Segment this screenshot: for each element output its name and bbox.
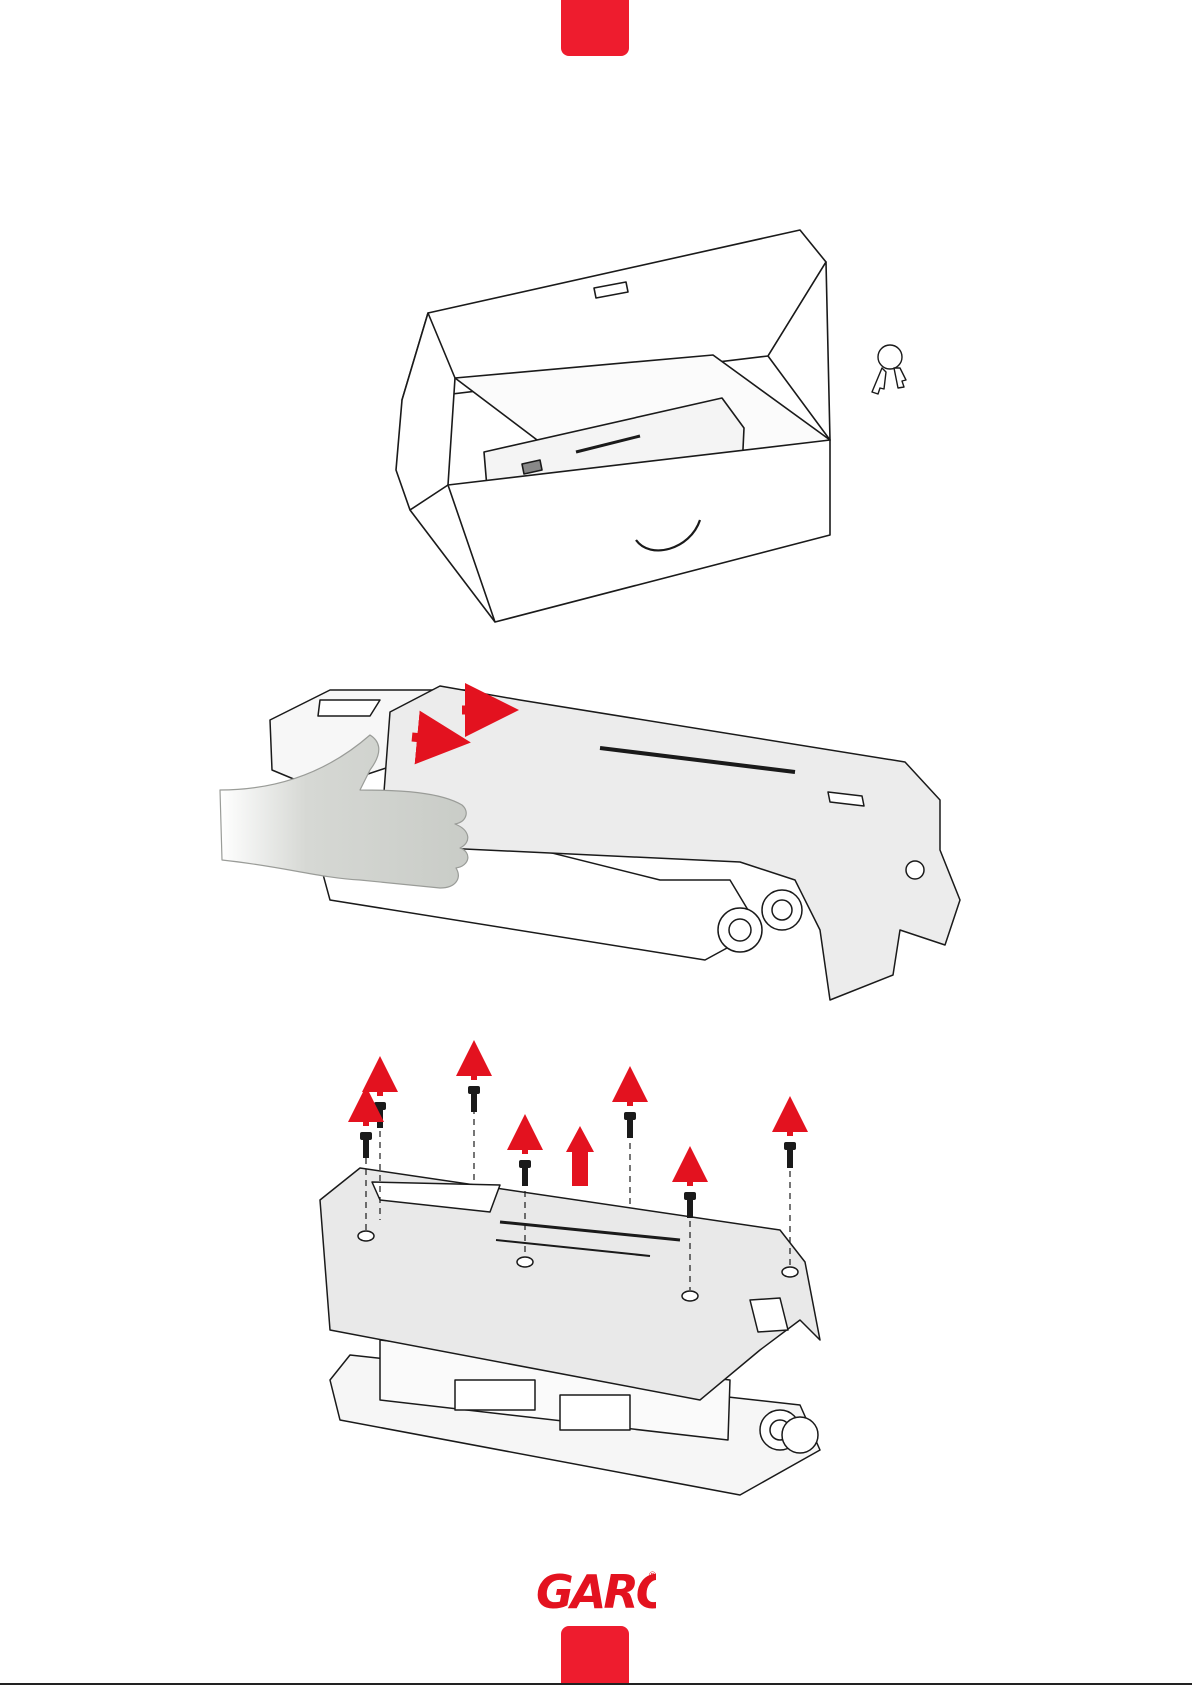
registered-mark: ®: [648, 1571, 656, 1581]
slide-cover-illustration: [220, 686, 960, 1000]
garo-logo: GARO ®: [536, 1568, 656, 1614]
bottom-page-tab: [561, 1626, 629, 1685]
keys-icon: [872, 345, 906, 394]
open-box-illustration: [396, 230, 906, 622]
remove-screws-illustration: [320, 1058, 820, 1495]
logo-text: GARO: [536, 1568, 656, 1614]
